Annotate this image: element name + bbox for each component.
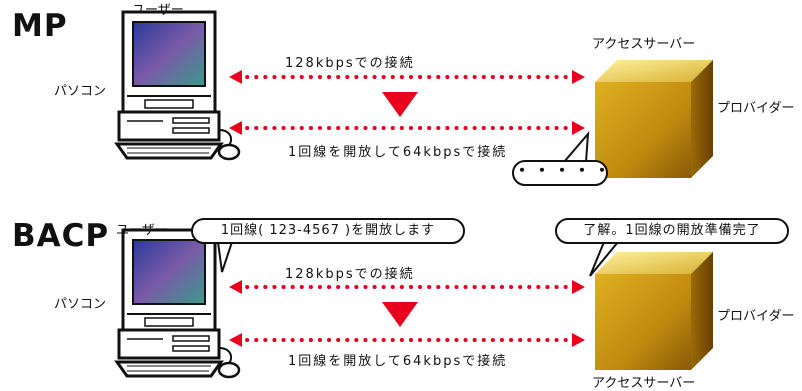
bacp-connection-bottom-arrow bbox=[229, 333, 585, 347]
mp-connection-top-arrow bbox=[229, 70, 585, 84]
bacp-user-bubble-text: 1回線( 123-4567 )を開放します bbox=[220, 223, 436, 238]
bacp-provider-label: プロバイダー bbox=[717, 309, 795, 324]
bacp-server-label: アクセスサーバー bbox=[592, 376, 696, 391]
bacp-user-bubble-tail bbox=[216, 241, 234, 273]
bacp-server-cube-icon bbox=[595, 252, 713, 370]
bacp-connection-bottom-label: 1回線を開放して64kbpsで接続 bbox=[288, 354, 508, 369]
mp-computer-icon bbox=[115, 10, 241, 161]
mp-down-arrow-icon bbox=[382, 92, 418, 117]
bacp-connection-top-label: 128kbpsでの接続 bbox=[285, 267, 415, 282]
mp-thinking-bubble: ・・・・・ bbox=[512, 160, 610, 186]
mp-bubble-tail bbox=[561, 131, 590, 163]
mp-user-label: ユーザー bbox=[132, 3, 184, 18]
bacp-user-bubble: 1回線( 123-4567 )を開放します bbox=[191, 218, 465, 244]
bacp-user-label: ユーザー bbox=[116, 223, 168, 238]
bacp-connection-top-arrow bbox=[229, 280, 585, 294]
mp-connection-bottom-label: 1回線を開放して64kbpsで接続 bbox=[288, 145, 508, 160]
mp-heading: MP bbox=[12, 8, 68, 44]
bacp-down-arrow-icon bbox=[382, 302, 418, 327]
mp-connection-bottom-arrow bbox=[229, 121, 585, 135]
mp-connection-top-label: 128kbpsでの接続 bbox=[285, 56, 415, 71]
bacp-provider-bubble-text: 了解。1回線の開放準備完了 bbox=[583, 223, 761, 238]
bacp-pc-label: パソコン bbox=[54, 297, 107, 312]
mp-provider-label: プロバイダー bbox=[717, 101, 795, 116]
mp-pc-label: パソコン bbox=[54, 84, 107, 99]
mp-server-label: アクセスサーバー bbox=[592, 37, 696, 52]
mp-bubble-dots: ・・・・・ bbox=[514, 161, 615, 180]
bacp-heading: BACP bbox=[12, 218, 110, 254]
bacp-provider-bubble: 了解。1回線の開放準備完了 bbox=[555, 218, 789, 244]
